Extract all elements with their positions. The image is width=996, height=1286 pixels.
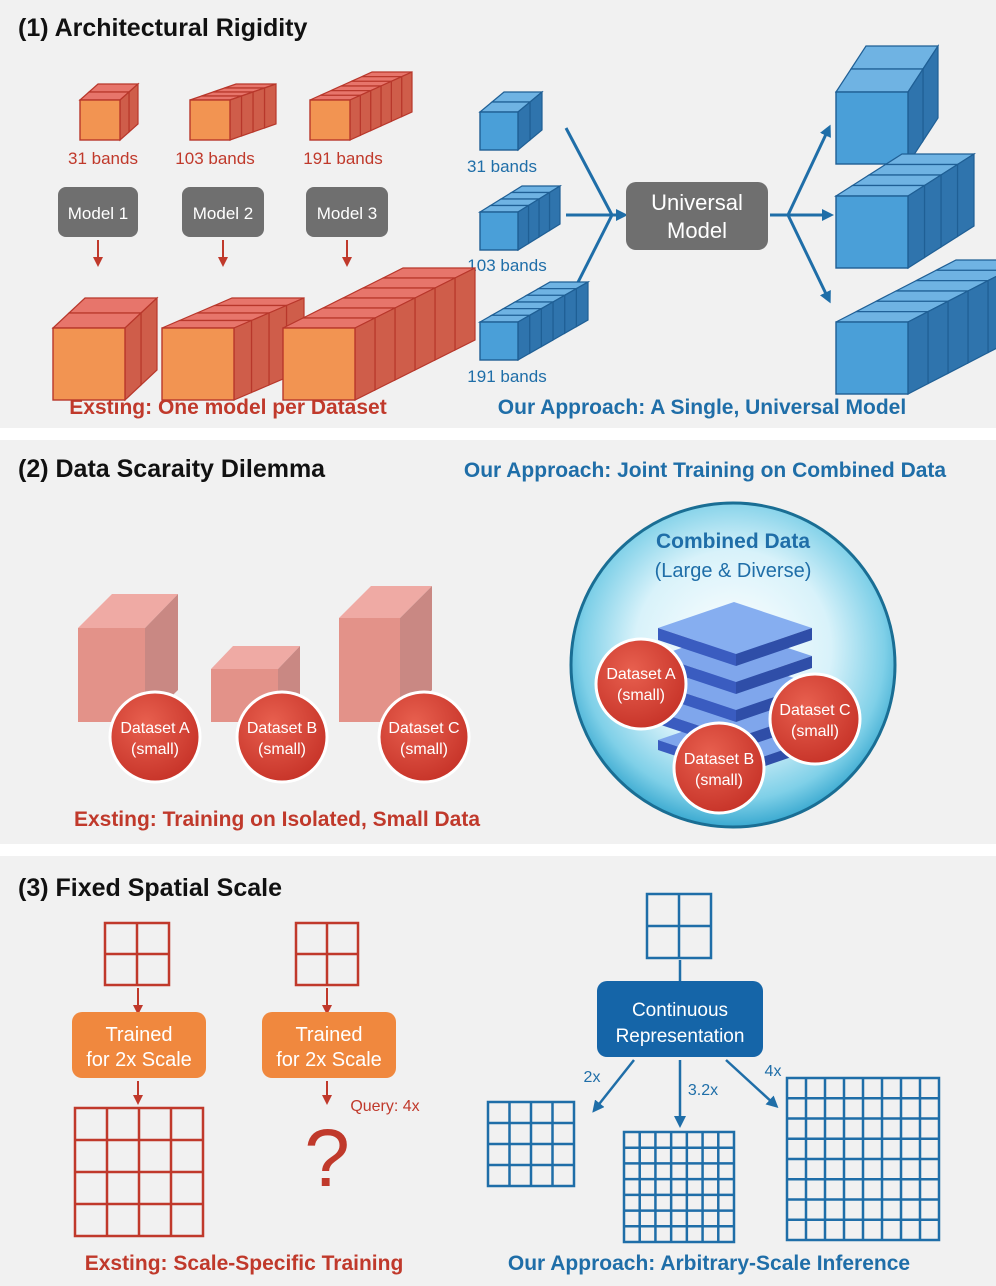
approach-output-cube-103: [833, 152, 977, 270]
section3-approach-caption: Our Approach: Arbitrary-Scale Inference: [508, 1252, 910, 1275]
combined-dataset-b-size: (small): [695, 772, 743, 789]
dataset-a-disc: Dataset A (small): [108, 690, 202, 784]
approach-band-label-103: 103 bands: [467, 256, 546, 275]
unknown-scale-question-mark: ?: [304, 1113, 350, 1204]
trained-box2-line2: for 2x Scale: [276, 1049, 382, 1071]
dataset-b-name: Dataset B: [247, 720, 317, 737]
combined-dataset-b-name: Dataset B: [684, 751, 754, 768]
output-cube-191: [282, 267, 476, 401]
section2-approach-title: Our Approach: Joint Training on Combined…: [464, 459, 947, 482]
arrow-to-2x: [592, 1059, 635, 1113]
model-1-label: Model 1: [68, 204, 128, 223]
section3-existing-caption: Exsting: Scale-Specific Training: [85, 1252, 404, 1275]
combined-data-title: Combined Data: [656, 530, 810, 553]
approach-output-cube-191: [835, 259, 996, 395]
section1-existing-caption: Exsting: One model per Dataset: [69, 396, 386, 419]
continuous-box-line2: Representation: [616, 1026, 745, 1047]
input-cube-103: [189, 83, 277, 141]
approach-input-cube-31: [478, 90, 544, 152]
dataset-a-box: [78, 594, 178, 722]
output-arrow-top: [786, 124, 831, 216]
dataset-b-disc: Dataset B (small): [235, 690, 329, 784]
band-label-191: 191 bands: [303, 149, 382, 168]
dataset-c-disc: Dataset C (small): [377, 690, 471, 784]
approach-combined-data: Combined Data (Large & Diverse) Dataset …: [569, 501, 897, 829]
trained-box1-line2: for 2x Scale: [86, 1049, 192, 1071]
section2-title: (2) Data Scaraity Dilemma: [18, 455, 326, 483]
dataset-b-size: (small): [258, 741, 306, 758]
scale-label-3-2x: 3.2x: [688, 1082, 718, 1099]
input-cube-31: [78, 82, 140, 142]
approach-universal-model: 31 bands 103 bands 191 bands Universal M…: [467, 124, 906, 419]
model-box-3: Model 3: [306, 187, 388, 237]
approach-band-label-31: 31 bands: [467, 157, 537, 176]
output-arrow-bottom: [786, 214, 831, 304]
query-4x-label: Query: 4x: [350, 1098, 419, 1115]
universal-model-line1: Universal: [651, 190, 743, 215]
dataset-c-size: (small): [400, 741, 448, 758]
input-line-top: [564, 127, 614, 216]
sr-grid-4x: [785, 1076, 941, 1242]
combined-dataset-a-name: Dataset A: [606, 666, 676, 683]
combined-dataset-a-size: (small): [617, 687, 665, 704]
band-label-103: 103 bands: [175, 149, 254, 168]
hr-grid-existing-2x: [73, 1106, 205, 1238]
band-label-31: 31 bands: [68, 149, 138, 168]
sr-grid-3-2x: [622, 1130, 736, 1244]
existing-scale-specific: Trained for 2x Scale Trained for 2x Scal…: [72, 988, 420, 1275]
existing-per-dataset-models: 31 bands 103 bands 191 bands Model 1 Mod…: [58, 149, 388, 419]
universal-model-box: Universal Model: [626, 182, 768, 250]
section1-title: (1) Architectural Rigidity: [18, 14, 307, 42]
model-2-label: Model 2: [193, 204, 253, 223]
trained-2x-box-1: Trained for 2x Scale: [72, 1012, 206, 1078]
model-box-2: Model 2: [182, 187, 264, 237]
lr-grid-approach: [645, 892, 713, 960]
approach-input-cube-103: [477, 184, 563, 252]
output-cube-103: [161, 297, 305, 401]
lr-grid-existing-2: [294, 921, 360, 987]
approach-band-label-191: 191 bands: [467, 367, 546, 386]
universal-model-line2: Model: [667, 218, 727, 243]
combined-dataset-c-disc: Dataset C (small): [768, 672, 862, 766]
output-cube-31: [51, 296, 159, 402]
existing-isolated-datasets: Dataset A (small) Dataset B (small) Data…: [74, 586, 480, 831]
combined-dataset-b-disc: Dataset B (small): [672, 721, 766, 815]
combined-dataset-a-disc: Dataset A (small): [594, 637, 688, 731]
scale-label-2x: 2x: [584, 1069, 601, 1086]
section1-approach-caption: Our Approach: A Single, Universal Model: [498, 396, 906, 419]
approach-input-cube-191: [477, 280, 591, 362]
sr-grid-2x: [486, 1100, 576, 1188]
combined-dataset-c-name: Dataset C: [779, 702, 850, 719]
dataset-a-size: (small): [131, 741, 179, 758]
scale-label-4x: 4x: [765, 1063, 782, 1080]
dataset-c-box: [339, 586, 432, 722]
approach-output-cube-31: [834, 43, 940, 167]
trained-2x-box-2: Trained for 2x Scale: [262, 1012, 396, 1078]
combined-dataset-c-size: (small): [791, 723, 839, 740]
trained-box2-line1: Trained: [295, 1024, 362, 1046]
model-3-label: Model 3: [317, 204, 377, 223]
model-box-1: Model 1: [58, 187, 138, 237]
dataset-a-name: Dataset A: [120, 720, 190, 737]
arrow-to-4x: [725, 1059, 779, 1109]
input-cube-191: [309, 71, 413, 141]
continuous-representation-box: Continuous Representation: [597, 981, 763, 1057]
combined-data-subtitle: (Large & Diverse): [655, 560, 812, 582]
trained-box1-line1: Trained: [105, 1024, 172, 1046]
section3-title: (3) Fixed Spatial Scale: [18, 874, 282, 902]
section2-existing-caption: Exsting: Training on Isolated, Small Dat…: [74, 808, 480, 831]
generated-shapes: [51, 43, 996, 1244]
dataset-c-name: Dataset C: [388, 720, 459, 737]
continuous-box-line1: Continuous: [632, 1000, 728, 1021]
approach-arbitrary-scale: Continuous Representation 2x 3.2x 4x Our…: [508, 960, 910, 1275]
lr-grid-existing-1: [103, 921, 171, 987]
